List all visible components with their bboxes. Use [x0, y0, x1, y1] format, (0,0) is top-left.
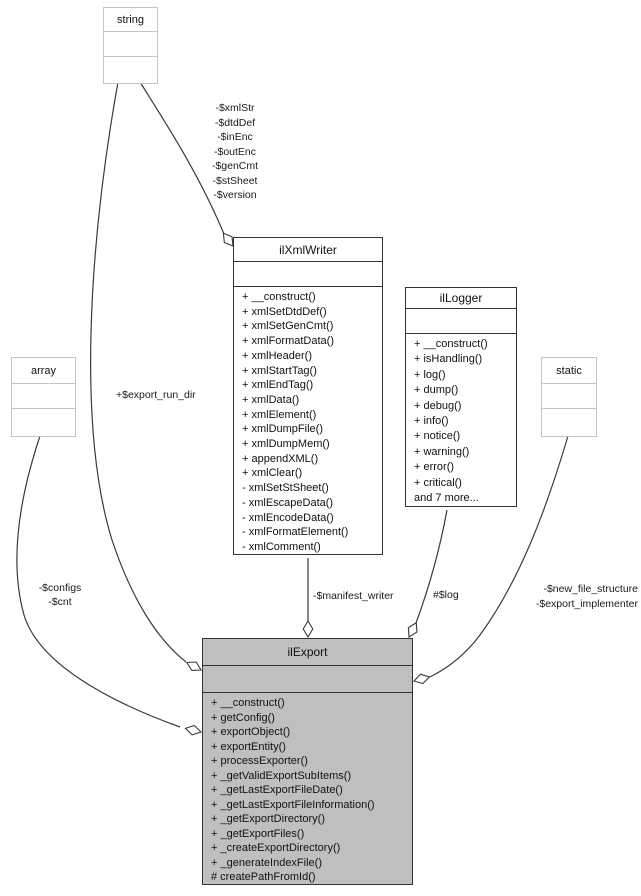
class-methods-ilExport: + __construct() + getConfig() + exportObje…	[203, 693, 412, 884]
method-row: - xmlEncodeData()	[242, 511, 334, 524]
class-title-ilLogger[interactable]: ilLogger	[406, 288, 516, 309]
class-compartment-empty	[542, 384, 596, 409]
method-row: - xmlComment()	[242, 540, 321, 553]
method-row: + xmlHeader()	[242, 349, 312, 362]
method-row: + error()	[414, 461, 455, 474]
class-attributes-ilExport	[203, 666, 412, 693]
class-box-array: array	[11, 357, 76, 437]
class-attributes-ilLogger	[406, 309, 516, 334]
edge-ilLogger-ilExport	[415, 509, 448, 624]
method-row: + getConfig()	[211, 711, 275, 724]
method-row: + xmlEndTag()	[242, 379, 314, 392]
edge-label-line: -$inEnc	[217, 131, 253, 143]
method-row: + xmlDumpFile()	[242, 423, 323, 436]
method-row: + appendXML()	[242, 452, 319, 465]
edge-string-ilExport	[90, 81, 187, 663]
class-title-static: static	[542, 358, 596, 384]
method-row: + xmlClear()	[242, 467, 303, 480]
edge-static-ilExport	[429, 435, 569, 678]
method-row: + log()	[414, 368, 446, 381]
class-compartment-empty	[12, 409, 75, 436]
method-row: - xmlSetStSheet()	[242, 482, 329, 495]
edge-label-string-ilExport: +$export_run_dir	[116, 388, 236, 402]
class-compartment-empty	[104, 57, 157, 83]
method-row: + isHandling()	[414, 353, 483, 366]
method-row: + _createExportDirectory()	[211, 842, 341, 854]
class-box-ilExport[interactable]: ilExport + __construct() + getConfig() + ex…	[202, 638, 413, 885]
edge-label-line: -$cnt	[48, 596, 72, 608]
edge-label-line: -$export_implementer	[535, 597, 638, 610]
class-methods-ilXmlWriter: + __construct() + xmlSetDtdDef() + xmlSetG…	[234, 287, 382, 554]
edge-label-line: #$log	[433, 589, 459, 601]
method-row: + debug()	[414, 399, 462, 412]
class-title-ilExport[interactable]: ilExport	[203, 639, 412, 666]
aggregation-diamond-ilXmlWriter-ilExport	[302, 619, 314, 639]
edge-string-ilXmlWriter	[139, 81, 225, 235]
class-box-ilLogger[interactable]: ilLogger + __construct() + isHandling() + l…	[405, 287, 517, 507]
aggregation-diamond-array-ilExport	[184, 724, 203, 736]
method-row: + xmlStartTag()	[242, 364, 317, 377]
method-row: + xmlData()	[242, 393, 300, 406]
method-row: + xmlFormatData()	[242, 335, 334, 348]
edge-label-line: -$genCmt	[211, 160, 259, 172]
aggregation-diamond-static-ilExport	[412, 673, 431, 685]
edge-label-line: -$configs	[38, 582, 82, 594]
method-row: # createPathFromId()	[211, 871, 316, 883]
method-row: + info()	[414, 415, 449, 428]
class-compartment-empty	[104, 32, 157, 57]
method-row: + _getExportFiles()	[211, 827, 305, 840]
method-row: + _getLastExportFileDate()	[211, 784, 343, 796]
edge-label-line: -$xmlStr	[215, 102, 255, 114]
method-row: + _getLastExportFileInformation()	[211, 798, 375, 811]
method-row: + xmlElement()	[242, 408, 317, 421]
edge-label-ilXmlWriter-ilExport: -$manifest_writer	[313, 589, 433, 603]
method-row: + __construct()	[242, 291, 316, 303]
method-row: - xmlFormatElement()	[242, 526, 349, 539]
method-row: + dump()	[414, 384, 459, 397]
class-compartment-empty	[542, 409, 596, 436]
class-title-array: array	[12, 358, 75, 384]
class-box-static: static	[541, 357, 597, 437]
edge-label-line: +$export_run_dir	[116, 389, 196, 401]
class-box-string: string	[103, 7, 158, 84]
edge-label-line: -$version	[213, 189, 257, 201]
edge-label-line: -$manifest_writer	[313, 590, 394, 602]
method-row: + notice()	[414, 430, 461, 443]
method-row: + xmlDumpMem()	[242, 438, 330, 451]
edge-label-line: -$stSheet	[212, 174, 258, 187]
class-methods-ilLogger: + __construct() + isHandling() + log() + du…	[406, 334, 516, 506]
edge-label-string-ilXmlWriter: -$xmlStr -$dtdDef -$inEnc -$outEnc -$genCmt -…	[185, 101, 285, 203]
method-row: + __construct()	[414, 338, 488, 350]
edge-label-line: -$outEnc	[213, 145, 257, 158]
class-attributes-ilXmlWriter	[234, 262, 382, 287]
method-row: + __construct()	[211, 697, 285, 709]
method-row: + _getExportDirectory()	[211, 813, 326, 825]
method-row: + exportObject()	[211, 726, 291, 738]
edge-label-array-ilExport: -$configs -$cnt	[20, 581, 100, 609]
edge-array-ilExport	[16, 435, 181, 728]
method-row: + critical()	[414, 476, 462, 489]
edge-label-static-ilExport: -$new_file_structure -$export_implementer	[498, 582, 638, 611]
method-row: - xmlEscapeData()	[242, 496, 334, 509]
class-title-ilXmlWriter[interactable]: ilXmlWriter	[234, 238, 382, 262]
aggregation-diamond-string-ilExport	[185, 661, 202, 672]
method-row: and 7 more...	[414, 492, 479, 505]
aggregation-diamond-string-ilXmlWriter	[222, 232, 234, 247]
class-title-string: string	[104, 8, 157, 32]
method-row: + xmlSetDtdDef()	[242, 305, 327, 318]
method-row: + _generateIndexFile()	[211, 856, 322, 869]
edge-label-line: -$dtdDef	[214, 116, 256, 129]
method-row: + warning()	[414, 445, 470, 458]
method-row: + _getValidExportSubItems()	[211, 769, 352, 782]
aggregation-diamond-ilLogger-ilExport	[407, 621, 418, 638]
edge-label-line: -$new_file_structure	[543, 583, 638, 595]
method-row: + exportEntity()	[211, 740, 286, 753]
edge-label-ilLogger-ilExport: #$log	[433, 588, 493, 602]
class-box-ilXmlWriter[interactable]: ilXmlWriter + __construct() + xmlSetDtdDef…	[233, 237, 383, 555]
class-compartment-empty	[12, 384, 75, 409]
method-row: + xmlSetGenCmt()	[242, 320, 334, 333]
method-row: + processExporter()	[211, 755, 308, 767]
